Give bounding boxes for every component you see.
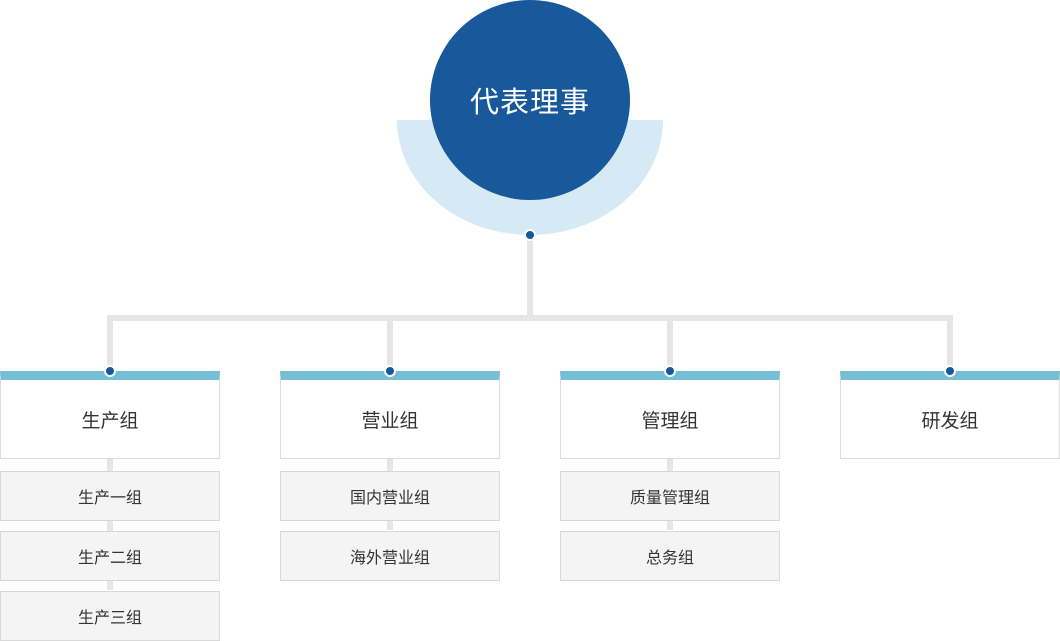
- branch-connector: [107, 315, 953, 321]
- root-label: 代表理事: [469, 85, 590, 119]
- drop-connector: [947, 315, 953, 371]
- root-node: 代表理事: [430, 0, 630, 200]
- subgroup-box: 海外营业组: [280, 531, 500, 581]
- subgroup-label: 生产一组: [77, 488, 142, 507]
- dept-label: 研发组: [921, 409, 979, 432]
- subgroup-box: 国内营业组: [280, 471, 500, 521]
- subgroup-box: 生产三组: [0, 591, 220, 641]
- subgroup-box: 质量管理组: [560, 471, 780, 521]
- dept-connector-dot: [946, 367, 954, 375]
- drop-connector: [107, 315, 113, 371]
- subgroup-label: 海外营业组: [349, 548, 430, 567]
- subgroup-label: 国内营业组: [349, 488, 430, 507]
- trunk-connector: [527, 235, 533, 319]
- drop-connector: [667, 315, 673, 371]
- subgroup-label: 生产二组: [77, 548, 142, 567]
- root-connector-dot: [526, 231, 534, 239]
- subgroup-box: 生产一组: [0, 471, 220, 521]
- drop-connector: [387, 315, 393, 371]
- dept-connector-dot: [106, 367, 114, 375]
- subgroup-box: 总务组: [560, 531, 780, 581]
- dept-connector-dot: [386, 367, 394, 375]
- dept-box-production: 生产组: [0, 371, 220, 459]
- dept-box-rnd: 研发组: [840, 371, 1060, 459]
- dept-connector-dot: [666, 367, 674, 375]
- subgroup-label: 生产三组: [77, 608, 142, 627]
- dept-label: 营业组: [361, 409, 419, 432]
- dept-label: 管理组: [641, 409, 699, 432]
- subgroup-label: 总务组: [645, 548, 694, 567]
- dept-box-management: 管理组: [560, 371, 780, 459]
- subgroup-box: 生产二组: [0, 531, 220, 581]
- subgroup-label: 质量管理组: [629, 488, 710, 507]
- dept-box-sales: 营业组: [280, 371, 500, 459]
- dept-label: 生产组: [81, 409, 139, 432]
